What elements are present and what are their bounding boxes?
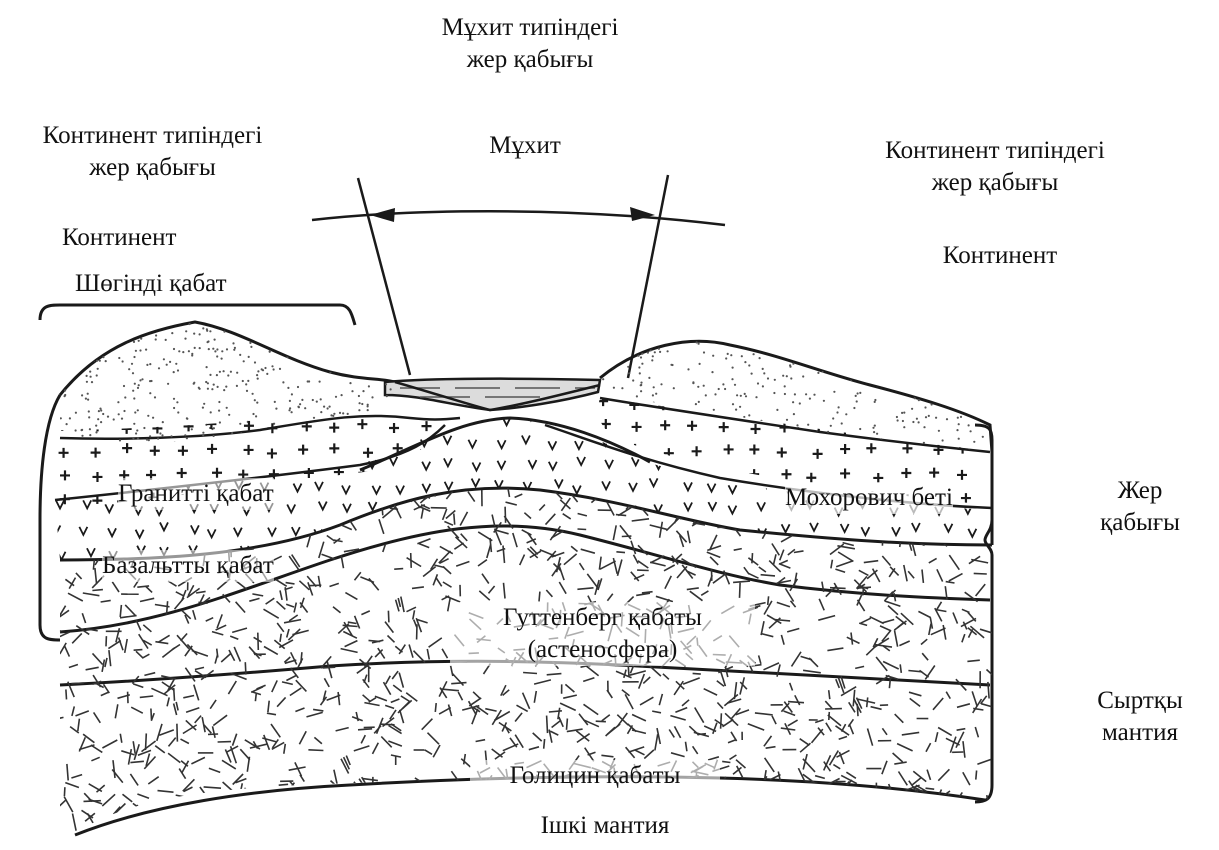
outer-mantle-label: Сыртқы мантия <box>1070 685 1210 749</box>
continent-left-label: Континент <box>62 222 176 254</box>
granite-layer-label: Гранитті қабат <box>118 478 274 510</box>
continent-right-label: Континент <box>905 240 1095 272</box>
earth-crust-line1: Жер <box>1070 475 1210 507</box>
moho-label: Мохорович беті <box>785 482 953 514</box>
sediment-boundary-left <box>60 416 460 439</box>
ocean-crust-line1: Мұхит типіндегі <box>405 12 655 44</box>
gutenberg-label: Гуттенберг қабаты (астеносфера) <box>450 602 755 666</box>
ocean-crust-label: Мұхит типіндегі жер қабығы <box>405 12 655 76</box>
basalt-layer-label: Базальтты қабат <box>102 550 274 582</box>
left-crust-frame <box>40 395 60 640</box>
continent-crust-right-label: Континент типіндегі жер қабығы <box>840 135 1150 199</box>
continent-crust-left-line1: Континент типіндегі <box>0 120 305 152</box>
outer-mantle-line1: Сыртқы <box>1070 685 1210 717</box>
ocean-label: Мұхит <box>450 130 600 162</box>
gutenberg-line2: (астеносфера) <box>450 634 755 666</box>
continent-crust-left-label: Континент типіндегі жер қабығы <box>0 120 305 184</box>
sediment-layer-label: Шөгінді қабат <box>75 268 227 300</box>
ocean-water <box>385 379 600 410</box>
inner-mantle-label: Ішкі мантия <box>480 810 730 842</box>
arrow-head-right <box>630 207 655 221</box>
ocean-left-arm <box>358 178 410 375</box>
continent-crust-right-line2: жер қабығы <box>840 167 1150 199</box>
continent-crust-right-line1: Континент типіндегі <box>840 135 1150 167</box>
continent-crust-left-line2: жер қабығы <box>0 152 305 184</box>
ocean-width-arrow <box>312 211 725 225</box>
golitsyn-label: Голицин қабаты <box>470 760 720 792</box>
right-crust-frame <box>600 341 992 545</box>
right-brace <box>975 425 992 802</box>
outer-mantle-line2: мантия <box>1070 717 1210 749</box>
arrow-head-left <box>370 208 395 222</box>
gutenberg-line1: Гуттенберг қабаты <box>450 602 755 634</box>
ocean-crust-line2: жер қабығы <box>405 44 655 76</box>
earth-crust-label: Жер қабығы <box>1070 475 1210 539</box>
earth-crust-line2: қабығы <box>1070 507 1210 539</box>
